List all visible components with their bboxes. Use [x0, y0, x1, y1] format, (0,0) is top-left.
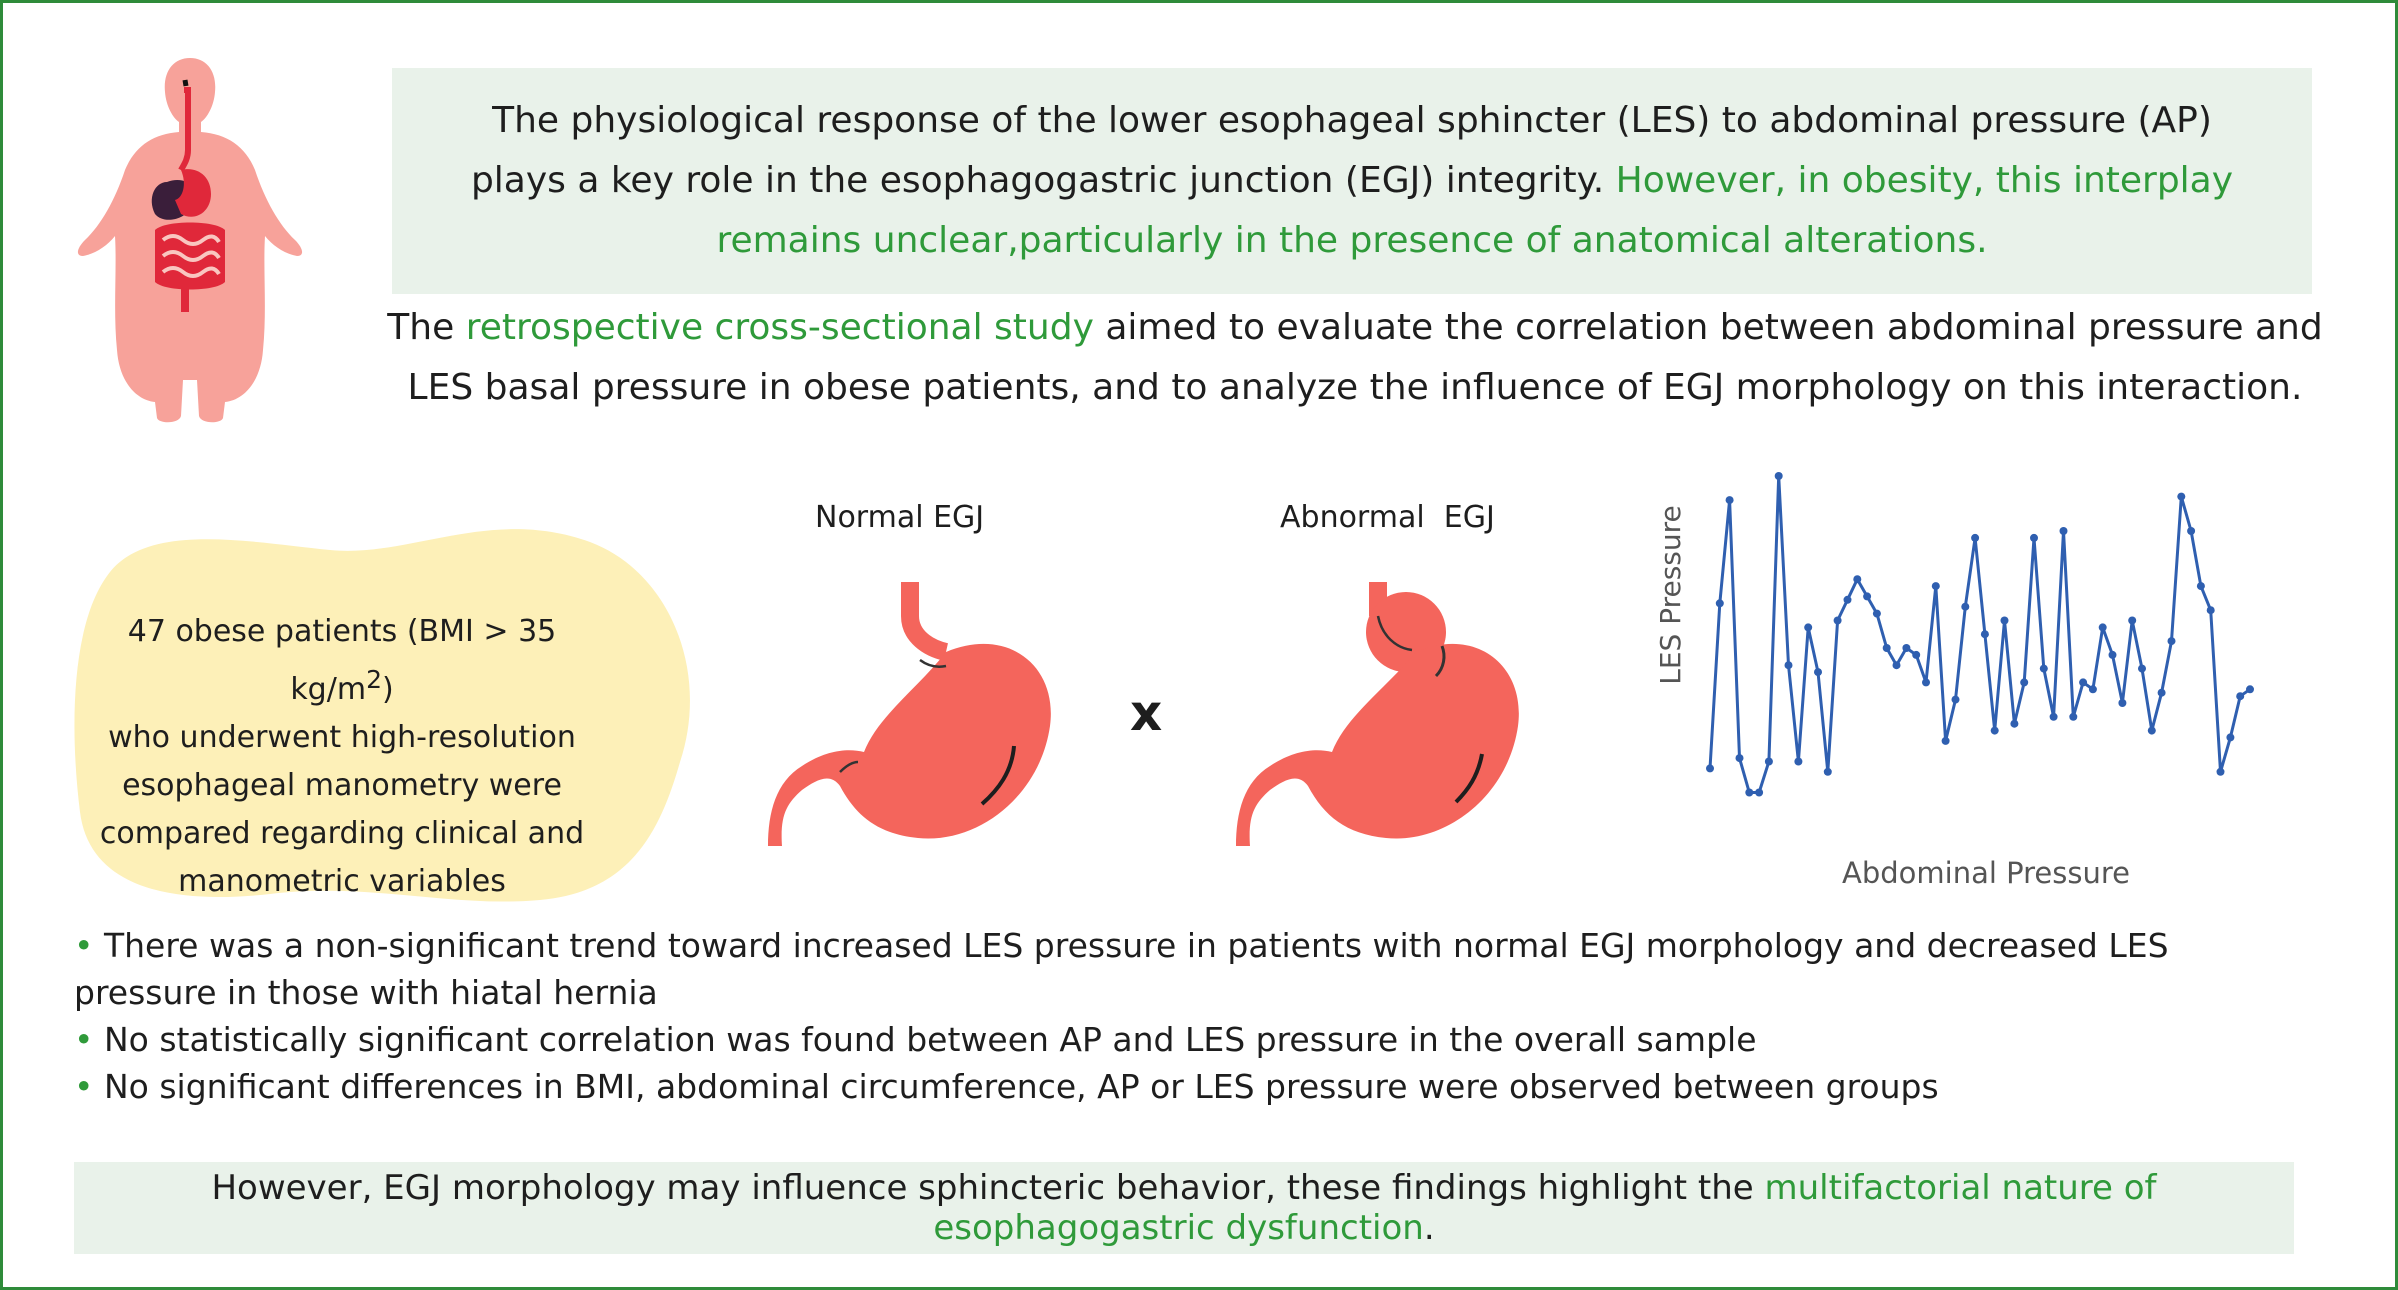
data-point: [1764, 757, 1773, 766]
data-point: [2049, 712, 2058, 721]
patients-description: 47 obese patients (BMI > 35 kg/m2) who u…: [99, 614, 585, 899]
data-point: [2098, 623, 2107, 632]
data-point: [1922, 678, 1930, 687]
data-point: [2157, 688, 2166, 697]
intro-box: The physiological response of the lower …: [392, 68, 2312, 294]
data-point: [2226, 733, 2235, 742]
aim-highlight: retrospective cross-sectional study: [465, 307, 1094, 348]
data-point: [1853, 575, 1862, 584]
data-point: [1804, 623, 1813, 632]
data-point: [1912, 650, 1921, 659]
data-point: [1902, 644, 1911, 652]
data-point: [1784, 661, 1793, 670]
data-point: [1715, 599, 1724, 608]
data-point: [1872, 609, 1881, 618]
findings-list: • There was a non-significant trend towa…: [74, 922, 2314, 1110]
finding-item: • There was a non-significant trend towa…: [74, 926, 2169, 1012]
data-point: [1971, 533, 1980, 542]
conclusion-highlight: multifactorial nature of esophagogastric…: [933, 1168, 2157, 1248]
data-point: [2118, 699, 2127, 707]
data-point: [1823, 767, 1832, 776]
data-point: [1951, 695, 1960, 704]
chart-y-axis-label: LES Pressure: [1654, 505, 1687, 685]
data-point: [1863, 592, 1872, 601]
conclusion-box: However, EGJ morphology may influence sp…: [74, 1162, 2294, 1254]
abnormal-stomach-icon: [1236, 582, 1519, 846]
normal-egj-label: Normal EGJ: [815, 500, 985, 535]
data-point: [2039, 664, 2048, 673]
data-point: [2147, 726, 2156, 735]
abnormal-egj-label: Abnormal EGJ: [1280, 500, 1495, 535]
data-point: [1725, 496, 1734, 505]
data-point: [1755, 788, 1764, 797]
data-point: [1990, 726, 1999, 735]
x-axis-title: Abdominal Pressure: [1842, 856, 2130, 890]
data-point: [2079, 678, 2088, 687]
data-point: [2020, 678, 2029, 687]
data-point: [1814, 668, 1822, 677]
data-point: [1745, 788, 1754, 797]
finding-item: • No statistically significant correlati…: [74, 1020, 1757, 1059]
data-point: [2187, 527, 2196, 535]
human-body-icon: [77, 58, 303, 423]
data-point: [2069, 712, 2078, 721]
data-point: [1794, 757, 1803, 766]
data-point: [2088, 685, 2097, 694]
series-line: [1708, 474, 2251, 794]
data-point: [1961, 602, 1970, 611]
data-point: [2177, 492, 2186, 501]
les-vs-ap-chart: [1706, 472, 2254, 797]
data-point: [1931, 582, 1940, 591]
data-point: [1833, 616, 1842, 625]
data-point: [1735, 754, 1744, 763]
data-point: [1774, 472, 1783, 480]
data-point: [2138, 664, 2146, 673]
data-point: [2206, 606, 2215, 615]
data-point: [2167, 637, 2176, 646]
data-point: [1882, 644, 1891, 652]
data-point: [1892, 661, 1901, 670]
data-point: [2196, 582, 2205, 591]
data-point: [1941, 736, 1950, 745]
data-point: [2108, 650, 2117, 659]
data-point: [1980, 630, 1989, 639]
y-axis-title: LES Pressure: [1654, 505, 1687, 685]
data-point: [2010, 719, 2019, 728]
conclusion-text: However, EGJ morphology may influence sp…: [211, 1168, 2157, 1248]
data-point: [2128, 616, 2137, 625]
aim-statement: The retrospective cross-sectional study …: [387, 307, 2323, 408]
finding-item: • No significant differences in BMI, abd…: [74, 1067, 1939, 1106]
data-point: [2059, 527, 2068, 535]
data-point: [1843, 595, 1852, 604]
patients-blob: [74, 529, 690, 902]
data-point: [2246, 685, 2254, 694]
data-point: [2000, 616, 2009, 625]
data-point: [2030, 533, 2038, 542]
data-point: [2236, 692, 2245, 701]
comparison-operator: x: [1130, 684, 1163, 742]
intro-highlight: However, in obesity, this interplay rema…: [716, 160, 2234, 261]
normal-stomach-icon: [768, 582, 1051, 846]
intro-text: The physiological response of the lower …: [470, 100, 2234, 261]
data-point: [1706, 764, 1714, 773]
data-point: [2216, 767, 2225, 776]
